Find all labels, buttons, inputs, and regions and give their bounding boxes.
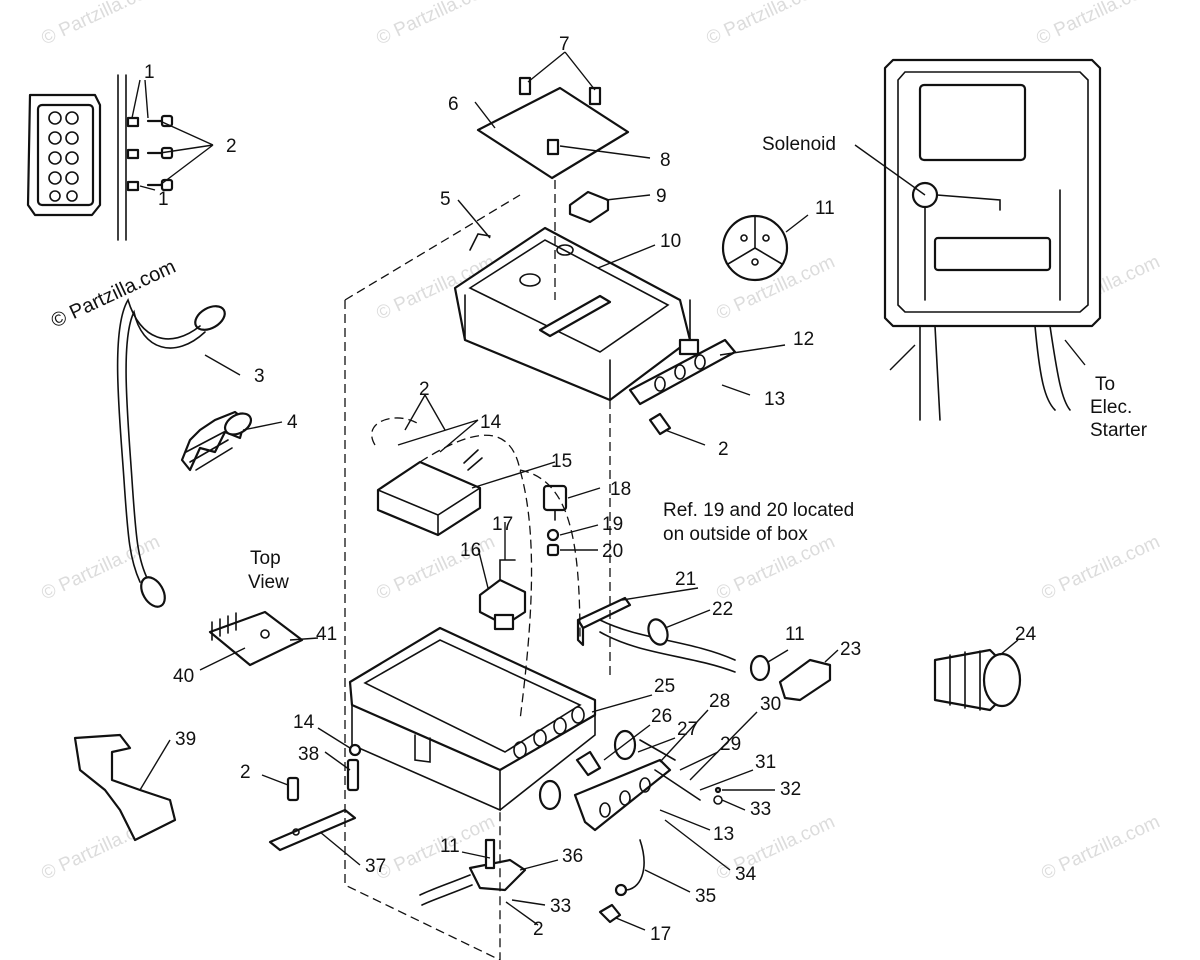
starter-label-line-1: To <box>1095 374 1115 395</box>
callout-17: 17 <box>650 924 671 945</box>
callout-33: 33 <box>750 799 771 820</box>
callout-38: 38 <box>298 744 319 765</box>
cable-22 <box>599 618 736 673</box>
watermark: © Partzilla.com <box>1038 531 1163 604</box>
battery-cable <box>116 298 226 608</box>
electrical-box-base <box>348 626 597 812</box>
control-module <box>376 449 483 537</box>
callout-39: 39 <box>175 729 196 750</box>
callout-19: 19 <box>602 514 623 535</box>
callout-2: 2 <box>419 379 430 400</box>
starter-label-line-2: Elec. <box>1090 397 1132 418</box>
callout-26: 26 <box>651 706 672 727</box>
callout-11: 11 <box>440 836 460 857</box>
callout-29: 29 <box>720 734 741 755</box>
callout-23: 23 <box>840 639 861 660</box>
spark-plug-cap <box>749 654 832 702</box>
callout-11: 11 <box>785 624 805 645</box>
screw-38 <box>346 743 362 792</box>
connector-21 <box>576 596 632 647</box>
callout-14: 14 <box>293 712 315 733</box>
cap-17 <box>598 903 622 924</box>
callout-12: 12 <box>793 329 814 350</box>
callout-31: 31 <box>755 752 776 773</box>
top-view-label-line-2: View <box>248 572 289 593</box>
screw-2-lower <box>286 776 300 802</box>
callout-6: 6 <box>448 94 459 115</box>
callout-2: 2 <box>718 439 729 460</box>
cover-plate <box>476 76 630 180</box>
callout-20: 20 <box>602 541 623 562</box>
callout-14: 14 <box>480 412 502 433</box>
bracket-39 <box>73 733 177 842</box>
callout-1: 1 <box>144 62 155 83</box>
callout-30: 30 <box>760 694 781 715</box>
callout-1: 1 <box>158 189 169 210</box>
watermark: © Partzilla.com <box>703 0 828 50</box>
terminal-block-inset <box>26 74 174 241</box>
alignment-lines <box>344 180 611 960</box>
callout-27: 27 <box>677 719 698 740</box>
wire-35 <box>614 839 645 897</box>
callout-17: 17 <box>492 514 513 535</box>
component-18 <box>542 484 568 521</box>
watermark: © Partzilla.com <box>1033 0 1158 50</box>
callout-25: 25 <box>654 676 675 697</box>
callout-2: 2 <box>226 136 237 157</box>
callout-21: 21 <box>675 569 696 590</box>
callout-13: 13 <box>713 824 734 845</box>
callout-3: 3 <box>254 366 265 387</box>
rubber-boot <box>180 410 253 472</box>
callout-37: 37 <box>365 856 386 877</box>
callout-labels: 1 2 1 3 4 5 6 7 8 9 10 11 12 13 2 2 14 1… <box>144 34 1037 945</box>
callout-22: 22 <box>712 599 733 620</box>
callout-11: 11 <box>815 198 835 219</box>
ref-note-line-1: Ref. 19 and 20 located <box>663 500 854 521</box>
ref-note-line-2: on outside of box <box>663 524 808 545</box>
detail-circle <box>721 214 789 282</box>
electrical-box-lid <box>453 226 692 402</box>
watermark: © Partzilla.com <box>713 811 838 884</box>
callout-5: 5 <box>440 189 451 210</box>
callout-32: 32 <box>780 779 801 800</box>
callout-16: 16 <box>460 540 481 561</box>
callout-35: 35 <box>695 886 716 907</box>
starter-label-line-3: Starter <box>1090 420 1148 441</box>
callout-41: 41 <box>316 624 337 645</box>
watermark: © Partzilla.com <box>1038 811 1163 884</box>
callout-18: 18 <box>610 479 631 500</box>
callout-7: 7 <box>559 34 570 55</box>
plate-assembly <box>538 729 723 832</box>
callout-33: 33 <box>550 896 571 917</box>
watermark: © Partzilla.com <box>38 0 163 50</box>
annotation-notes: Solenoid To Elec. Starter Ref. 19 and 20… <box>248 134 1148 593</box>
callout-13: 13 <box>764 389 785 410</box>
callout-40: 40 <box>173 666 194 687</box>
relay <box>568 190 610 224</box>
strap-37 <box>268 808 357 852</box>
component-19-20 <box>546 528 560 557</box>
grommet-24 <box>933 648 1022 712</box>
leader-lines <box>131 51 1019 931</box>
callout-9: 9 <box>656 186 667 207</box>
solenoid-panel-inset <box>883 58 1102 421</box>
callout-36: 36 <box>562 846 583 867</box>
top-view-label-line-1: Top <box>250 548 281 569</box>
solenoid-label: Solenoid <box>762 134 836 155</box>
callout-28: 28 <box>709 691 730 712</box>
callout-15: 15 <box>551 451 572 472</box>
component-16 <box>478 559 527 631</box>
component-36 <box>419 838 527 906</box>
callout-34: 34 <box>735 864 757 885</box>
callout-2: 2 <box>533 919 544 940</box>
callout-8: 8 <box>660 150 671 171</box>
callout-24: 24 <box>1015 624 1037 645</box>
callout-10: 10 <box>660 231 681 252</box>
callout-4: 4 <box>287 412 298 433</box>
watermark: © Partzilla.com <box>373 0 498 50</box>
watermark-dark: © Partzilla.com <box>48 256 179 333</box>
callout-2: 2 <box>240 762 251 783</box>
top-view-module <box>208 610 304 667</box>
